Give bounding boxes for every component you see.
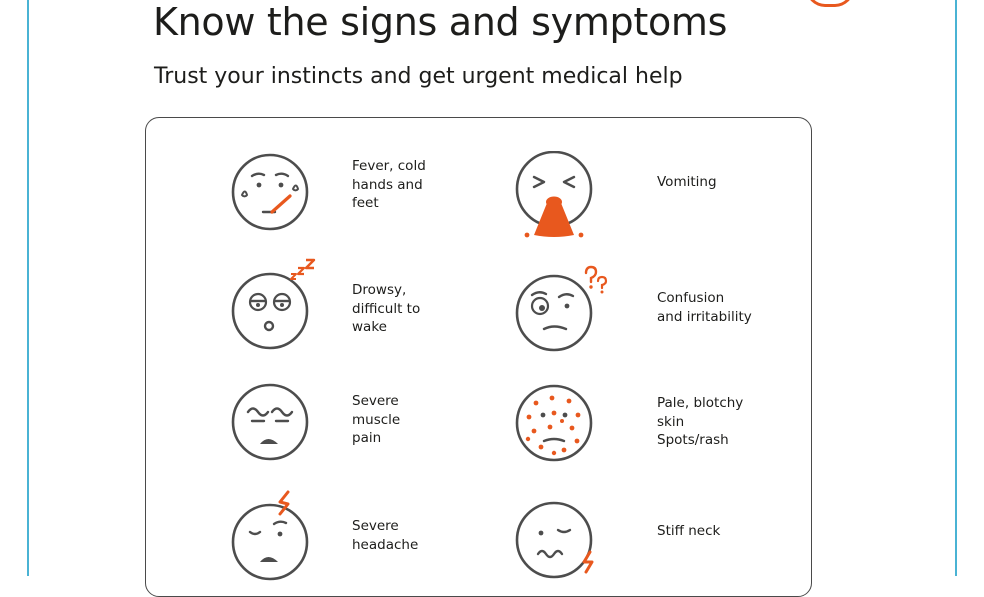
symptom-label: Vomiting [657,174,717,190]
symptom-label: Severe headache [352,518,419,553]
page-border-left [27,0,29,576]
confused-face-icon [515,265,608,352]
page-subtitle: Trust your instincts and get urgent medi… [154,64,683,89]
corner-logo-mark [806,0,854,7]
symptom-label: Drowsy, difficult to wake [352,282,421,335]
symptom-label: Pale, blotchy skin Spots/rash [657,395,744,448]
symptom-label: Fever, cold hands and feet [352,158,426,211]
rash-face-icon [515,384,593,462]
pain-face-icon [231,383,309,461]
page-title: Know the signs and symptoms [153,0,728,44]
fever-face-icon [231,153,309,231]
stiff-neck-face-icon [515,501,594,579]
drowsy-face-icon [231,258,316,350]
vomiting-face-icon [515,151,593,238]
symptom-label: Stiff neck [657,523,721,539]
symptoms-panel: Fever, cold hands and feet Vomiting [145,117,812,597]
symptom-label: Confusion and irritability [657,290,752,325]
symptom-label: Severe muscle pain [352,393,401,446]
headache-face-icon [231,490,309,581]
page-border-right [955,0,957,576]
